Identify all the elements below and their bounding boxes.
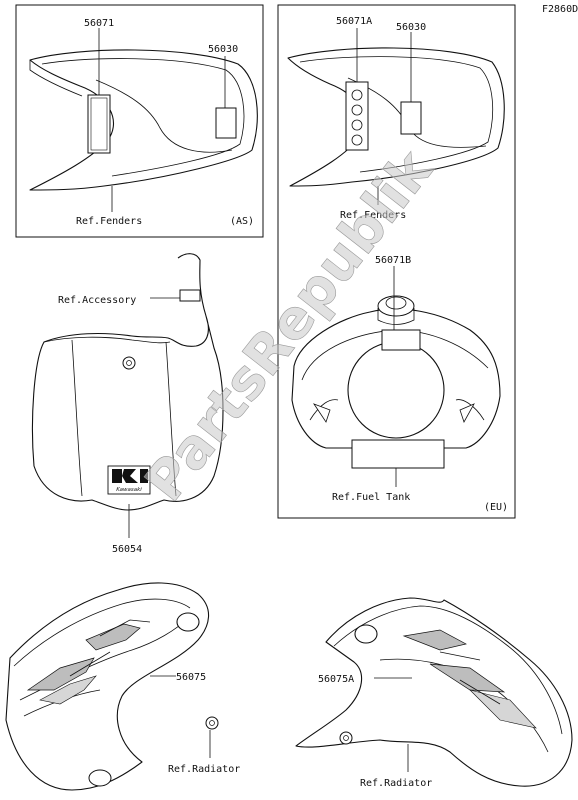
part-number-56054: 56054 <box>112 544 142 555</box>
ref-fenders-label-eu: Ref.Fenders <box>340 210 406 221</box>
region-eu-label: (EU) <box>484 502 508 513</box>
number-plate: Kawasaki Ref.Accessory 56054 <box>31 253 224 555</box>
decal-accessory <box>179 289 201 302</box>
kawasaki-logo-decal: Kawasaki <box>107 465 151 495</box>
ref-radiator-label-right: Ref.Radiator <box>360 778 432 789</box>
decal-56071 <box>87 94 111 154</box>
ref-fuel-tank-label: Ref.Fuel Tank <box>332 492 410 503</box>
kawasaki-logo-text: Kawasaki <box>116 487 142 493</box>
panel-seat-as: 56071 56030 Ref.Fenders (AS) <box>15 4 264 238</box>
decal-56071a <box>345 81 369 151</box>
decal-56030-eu <box>400 101 422 135</box>
panel-frame <box>277 4 516 519</box>
part-number-56071: 56071 <box>84 18 114 29</box>
part-number-56030: 56030 <box>208 44 238 55</box>
part-number-56075a: 56075A <box>318 674 354 685</box>
ref-fenders-label: Ref.Fenders <box>76 216 142 227</box>
part-number-56030-eu: 56030 <box>396 22 426 33</box>
ref-accessory-label: Ref.Accessory <box>58 295 136 306</box>
panel-frame <box>15 4 264 238</box>
shroud-left: 56075 Ref.Radiator <box>5 582 240 791</box>
part-number-56075: 56075 <box>176 672 206 683</box>
region-as-label: (AS) <box>230 216 254 227</box>
seat-part-drawing <box>29 49 258 191</box>
ref-radiator-label-left: Ref.Radiator <box>168 764 240 775</box>
figure-code: F2860D <box>542 4 578 15</box>
part-number-56071a: 56071A <box>336 16 372 27</box>
decal-56071b <box>381 329 421 351</box>
part-number-56071b: 56071B <box>375 255 411 266</box>
fuel-tank-drawing <box>291 295 501 469</box>
decal-56030 <box>215 107 237 139</box>
panel-eu: 56071A 56030 Ref.Fenders 56071B Ref.Fuel… <box>277 4 516 519</box>
shroud-right: 56075A Ref.Radiator <box>295 597 573 789</box>
